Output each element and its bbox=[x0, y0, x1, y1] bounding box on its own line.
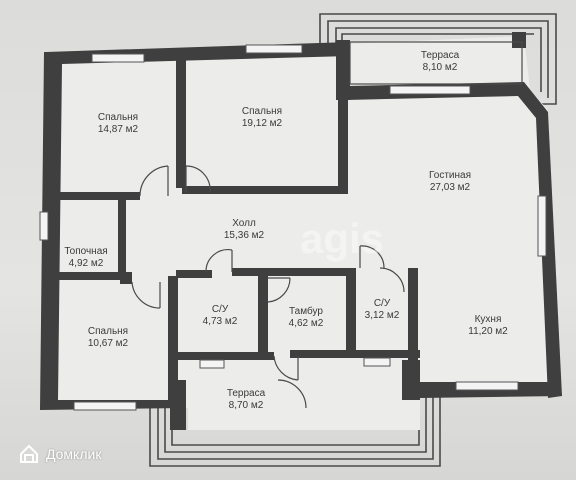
room-name: Холл bbox=[232, 218, 256, 229]
room-terrace-bottom: Терраса 8,70 м2 bbox=[227, 388, 265, 412]
room-vestibule: Тамбур 4,62 м2 bbox=[289, 306, 324, 330]
room-terrace-top: Терраса 8,10 м2 bbox=[421, 50, 459, 74]
room-area: 4,92 м2 bbox=[68, 258, 104, 269]
room-bedroom-1: Спальня 14,87 м2 bbox=[98, 112, 138, 136]
brand-name: Домклик bbox=[46, 446, 102, 462]
brand-badge: Домклик bbox=[18, 443, 101, 465]
room-bedroom-3: Спальня 10,67 м2 bbox=[88, 326, 128, 350]
room-area: 8,70 м2 bbox=[228, 400, 264, 411]
room-area: 19,12 м2 bbox=[241, 118, 283, 129]
doors bbox=[131, 165, 405, 409]
room-area: 10,67 м2 bbox=[87, 338, 129, 349]
room-area: 27,03 м2 bbox=[429, 182, 471, 193]
room-area: 4,62 м2 bbox=[288, 318, 324, 329]
room-area: 3,12 м2 bbox=[364, 310, 400, 321]
terrace-top-box bbox=[349, 41, 523, 85]
room-area: 11,20 м2 bbox=[468, 326, 508, 337]
room-name: Спальня bbox=[87, 326, 129, 337]
room-area: 15,36 м2 bbox=[223, 230, 265, 241]
room-name: Тамбур bbox=[289, 306, 323, 317]
room-boiler: Топочная 4,92 м2 bbox=[64, 246, 107, 270]
room-name: Кухня bbox=[474, 314, 502, 325]
room-name: Спальня bbox=[97, 112, 139, 123]
domclick-logo-icon bbox=[20, 444, 38, 463]
room-area: 4,73 м2 bbox=[202, 316, 238, 327]
room-bedroom-2: Спальня 19,12 м2 bbox=[242, 106, 282, 130]
watermark: agis bbox=[300, 215, 385, 262]
room-hall: Холл 15,36 м2 bbox=[224, 218, 264, 242]
room-name: Терраса bbox=[226, 388, 266, 399]
room-bathroom-2: С/У 3,12 м2 bbox=[365, 298, 400, 322]
room-name: Топочная bbox=[64, 246, 108, 257]
interior-walls bbox=[54, 58, 420, 406]
room-kitchen: Кухня 11,20 м2 bbox=[468, 314, 508, 338]
room-living: Гостиная 27,03 м2 bbox=[429, 170, 471, 194]
room-area: 14,87 м2 bbox=[97, 124, 139, 135]
room-name: Спальня bbox=[241, 106, 283, 117]
windows bbox=[39, 44, 547, 411]
room-area: 8,10 м2 bbox=[422, 62, 458, 73]
room-name: Терраса bbox=[420, 50, 460, 61]
room-name: Гостиная bbox=[429, 170, 471, 181]
room-name: С/У bbox=[211, 304, 229, 315]
room-bathroom-1: С/У 4,73 м2 bbox=[203, 304, 238, 328]
room-name: С/У bbox=[373, 298, 391, 309]
